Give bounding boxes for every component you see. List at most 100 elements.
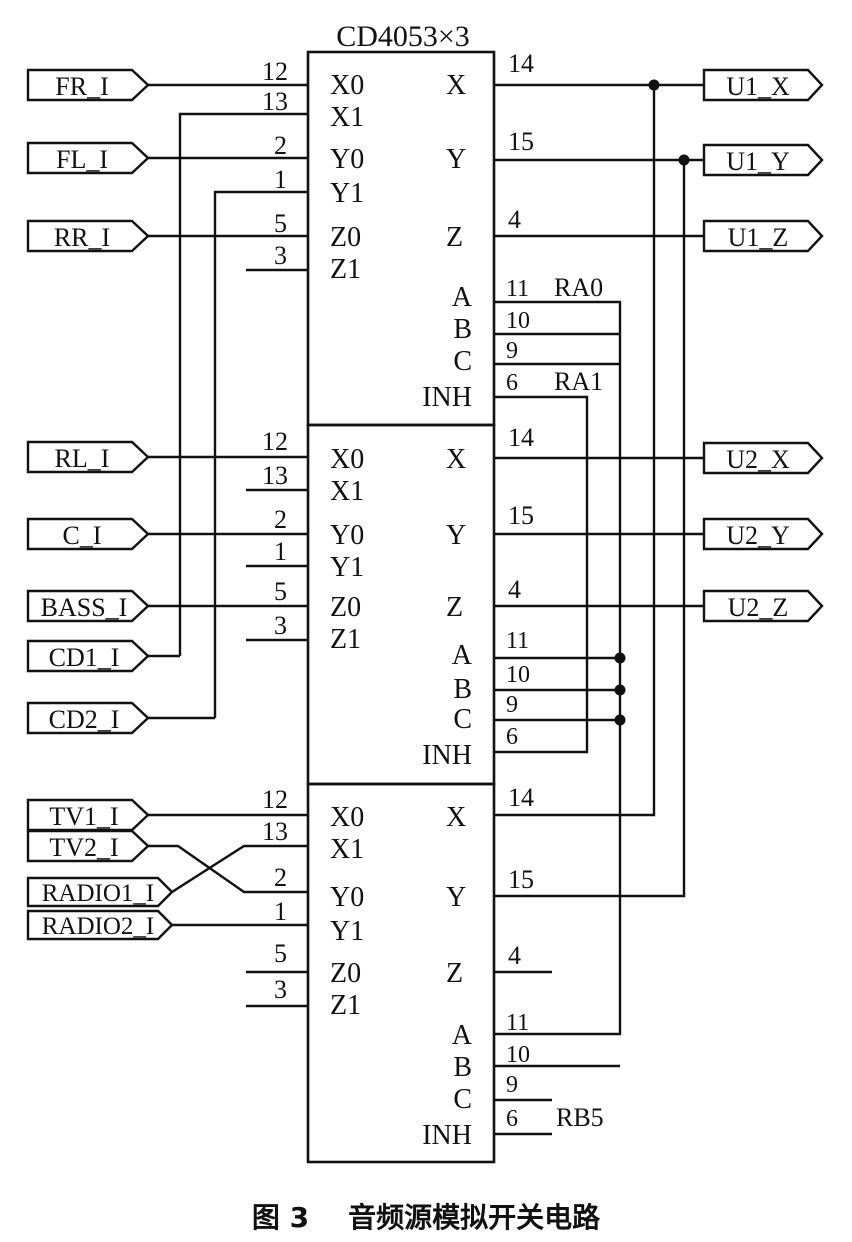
svg-text:U1_Z: U1_Z bbox=[728, 223, 789, 252]
chip-2-ctrl-c: C bbox=[453, 704, 472, 735]
chip-3-ctrl-num: 9 bbox=[506, 1072, 518, 1098]
chip-3-ctrl-num: 10 bbox=[506, 1042, 530, 1068]
chip-3-left-pin-names: X0 X1 Y0 Y1 Z0 Z1 bbox=[330, 802, 364, 1021]
chip-2-ctrl-num: 10 bbox=[506, 662, 530, 688]
chip-1-pin-num: 2 bbox=[274, 131, 287, 160]
port-rr-i: RR_I bbox=[26, 219, 150, 253]
chip-1-ctrl-b: B bbox=[453, 314, 472, 345]
chip-3-pin-x1: X1 bbox=[330, 834, 364, 865]
chip-3-pin-num: 1 bbox=[274, 897, 287, 926]
junction-dot bbox=[614, 714, 626, 726]
chip-3-pin-num: 2 bbox=[274, 863, 287, 892]
chip-2-output-numbers: 14 15 4 bbox=[508, 423, 534, 604]
chip-1-out-num: 14 bbox=[508, 49, 534, 78]
chip-2-pin-num: 3 bbox=[274, 611, 287, 640]
chip-2-out-y: Y bbox=[446, 520, 466, 551]
input-ports: FR_I FL_I RR_I RL_I C_I BASS_I CD1_I CD bbox=[26, 68, 174, 941]
chip-2-output-names: X Y Z bbox=[446, 444, 466, 623]
chip-1-out-num: 4 bbox=[508, 205, 521, 234]
chip-1-out-z: Z bbox=[446, 222, 463, 253]
chip-2-pin-y0: Y0 bbox=[330, 520, 364, 551]
chip-1-left-pin-numbers: 12 13 2 1 5 3 bbox=[262, 57, 288, 270]
net-rb5: RB5 bbox=[556, 1103, 604, 1132]
chip-1-pin-x0: X0 bbox=[330, 70, 364, 101]
chip-2-out-num: 4 bbox=[508, 575, 521, 604]
chip-3-control-names: A B C INH bbox=[422, 1020, 473, 1151]
chip-3-ctrl-c: C bbox=[453, 1084, 472, 1115]
chip-3-out-x: X bbox=[446, 802, 466, 833]
chip-2-ctrl-inh: INH bbox=[422, 740, 472, 771]
chip-2-pin-num: 13 bbox=[262, 461, 288, 490]
chip-2-pin-y1: Y1 bbox=[330, 552, 364, 583]
junctions bbox=[614, 79, 690, 726]
net-ra1: RA1 bbox=[554, 367, 603, 396]
chip-1-pin-y0: Y0 bbox=[330, 144, 364, 175]
chip-1-ctrl-a: A bbox=[452, 282, 473, 313]
port-cd1-i: CD1_I bbox=[26, 639, 150, 673]
chip-1-pin-num: 13 bbox=[262, 87, 288, 116]
chip-3-pin-y0: Y0 bbox=[330, 882, 364, 913]
chip-3-ctrl-b: B bbox=[453, 1052, 472, 1083]
chip-2-pin-num: 5 bbox=[274, 577, 287, 606]
svg-text:RADIO2_I: RADIO2_I bbox=[42, 913, 155, 940]
svg-text:RL_I: RL_I bbox=[55, 444, 110, 473]
svg-text:U1_Y: U1_Y bbox=[726, 147, 790, 176]
chip-1-pin-x1: X1 bbox=[330, 102, 364, 133]
chip-1-output-numbers: 14 15 4 bbox=[508, 49, 534, 234]
chip-1-out-num: 15 bbox=[508, 127, 534, 156]
svg-text:FL_I: FL_I bbox=[56, 145, 108, 174]
svg-text:BASS_I: BASS_I bbox=[41, 593, 128, 622]
chip-3-pin-num: 13 bbox=[262, 817, 288, 846]
chip-2-out-z: Z bbox=[446, 592, 463, 623]
port-u2-z: U2_Z bbox=[702, 589, 824, 623]
chip-3-out-num: 4 bbox=[508, 941, 521, 970]
port-tv2-i: TV2_I bbox=[26, 829, 150, 863]
chip-title: CD4053×3 bbox=[336, 20, 470, 53]
figure-caption: 图 3 音频源模拟开关电路 bbox=[252, 1201, 601, 1234]
svg-text:U1_X: U1_X bbox=[726, 72, 790, 101]
chip-3-output-names: X Y Z bbox=[446, 802, 466, 989]
chip-1-ctrl-num: 11 bbox=[506, 276, 529, 302]
chip-2-left-pin-numbers: 12 13 2 1 5 3 bbox=[262, 427, 288, 640]
net-ra0: RA0 bbox=[554, 273, 603, 302]
svg-text:RR_I: RR_I bbox=[54, 223, 110, 252]
chip-1-pin-num: 5 bbox=[274, 209, 287, 238]
chip-2-control-numbers: 11 10 9 6 bbox=[506, 628, 530, 750]
chip-1-pin-z1: Z1 bbox=[330, 254, 361, 285]
chip-2-ctrl-num: 9 bbox=[506, 692, 518, 718]
svg-text:C_I: C_I bbox=[63, 521, 102, 550]
output-ports: U1_X U1_Y U1_Z U2_X U2_Y U2_Z bbox=[702, 68, 824, 623]
svg-text:TV1_I: TV1_I bbox=[49, 802, 118, 831]
port-c-i: C_I bbox=[26, 517, 150, 551]
chip-3-pin-num: 3 bbox=[274, 975, 287, 1004]
chip-2-out-x: X bbox=[446, 444, 466, 475]
chip-2-left-pin-names: X0 X1 Y0 Y1 Z0 Z1 bbox=[330, 444, 364, 655]
chip-1-ctrl-c: C bbox=[453, 346, 472, 377]
svg-text:CD1_I: CD1_I bbox=[49, 643, 120, 672]
chip-3-out-y: Y bbox=[446, 882, 466, 913]
svg-text:U2_Y: U2_Y bbox=[726, 521, 790, 550]
chip-1-control-names: A B C INH bbox=[422, 282, 473, 413]
svg-text:U2_X: U2_X bbox=[726, 445, 790, 474]
chip-3-ctrl-a: A bbox=[452, 1020, 473, 1051]
chip-3-ctrl-num: 6 bbox=[506, 1106, 518, 1132]
chip-3-left-pin-numbers: 12 13 2 1 5 3 bbox=[262, 785, 288, 1004]
chip-2-pin-z1: Z1 bbox=[330, 624, 361, 655]
chip-1-ctrl-num: 9 bbox=[506, 338, 518, 364]
port-tv1-i: TV1_I bbox=[26, 798, 150, 832]
chip-3-output-numbers: 14 15 4 bbox=[508, 783, 534, 970]
chip-1-ctrl-num: 6 bbox=[506, 370, 518, 396]
chip-2-pin-num: 1 bbox=[274, 537, 287, 566]
chip-3-pin-num: 12 bbox=[262, 785, 288, 814]
chip-2-pin-x1: X1 bbox=[330, 476, 364, 507]
chip-3-ctrl-num: 11 bbox=[506, 1010, 529, 1036]
port-u2-y: U2_Y bbox=[702, 517, 824, 551]
chip-3-pin-z1: Z1 bbox=[330, 990, 361, 1021]
chip-1-control-numbers: 11 10 9 6 bbox=[506, 276, 530, 396]
port-bass-i: BASS_I bbox=[26, 589, 150, 623]
svg-text:CD2_I: CD2_I bbox=[49, 705, 120, 734]
chip-1-ctrl-inh: INH bbox=[422, 382, 472, 413]
chip-3-control-numbers: 11 10 9 6 bbox=[506, 1010, 530, 1132]
port-fr-i: FR_I bbox=[26, 68, 150, 102]
chip-2-pin-num: 12 bbox=[262, 427, 288, 456]
